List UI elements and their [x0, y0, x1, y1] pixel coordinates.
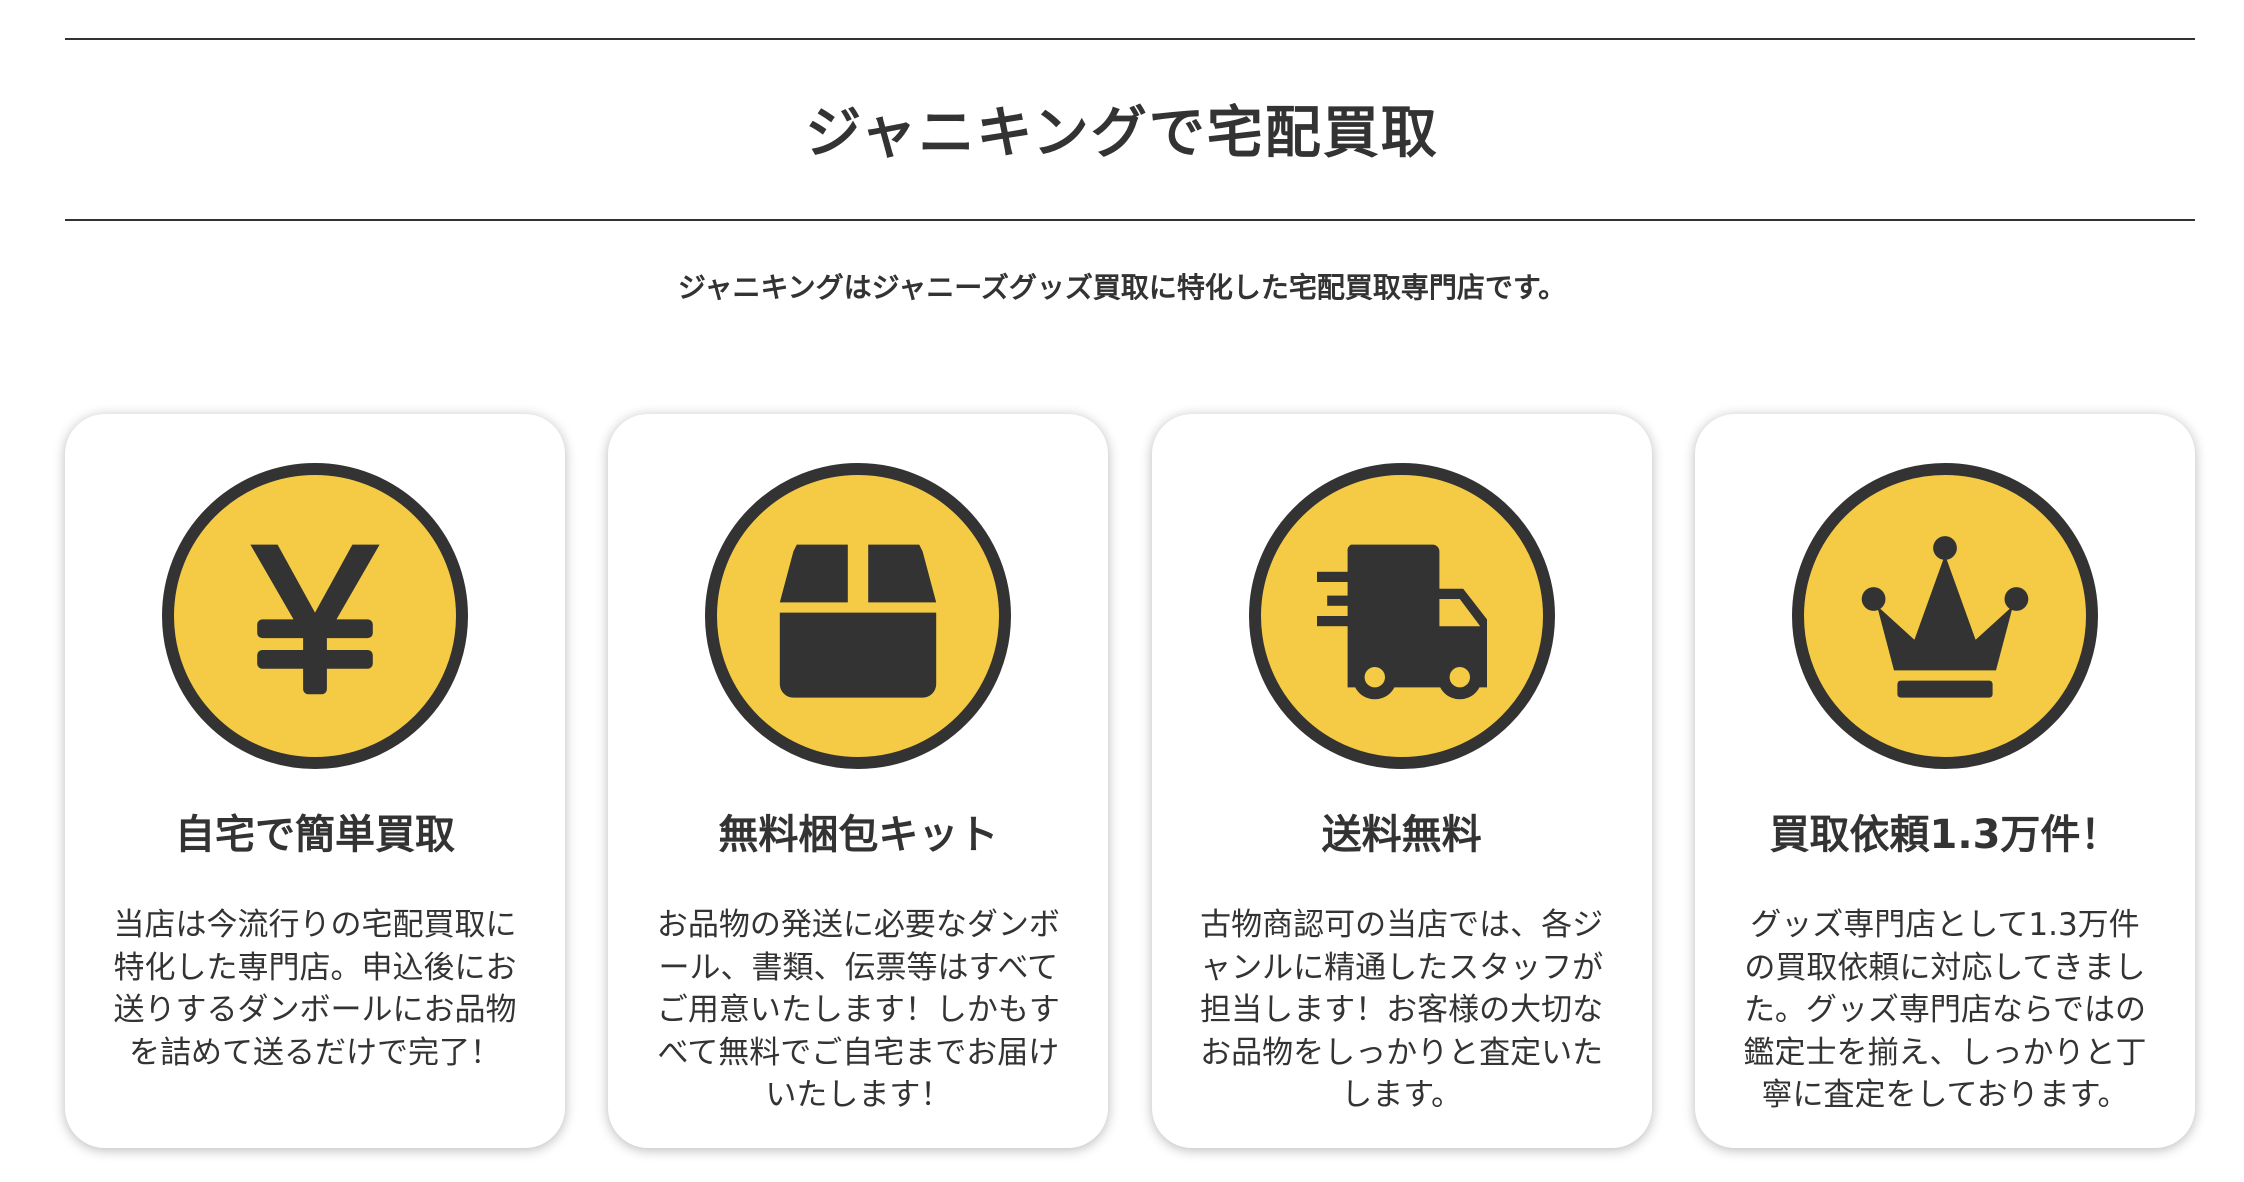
- card-body: 古物商認可の当店では、各ジャンルに精通したスタッフが担当します！お客様の大切なお…: [1200, 907, 1604, 1113]
- yen-icon: [162, 463, 468, 769]
- box-icon: [705, 463, 1012, 769]
- top-divider: [65, 38, 2195, 40]
- title-divider: [65, 219, 2195, 221]
- section-title: ジャニキングで宅配買取: [805, 101, 1439, 166]
- card-body: グッズ専門店として1.3万件の買取依頼に対応してきました。グッズ専門店ならではの…: [1743, 907, 2147, 1113]
- card-body: 当店は今流行りの宅配買取に特化した専門店。申込後にお送りするダンボールにお品物を…: [113, 907, 517, 1071]
- feature-cards: 自宅で簡単買取 当店は今流行りの宅配買取に特化した専門店。申込後にお送りするダン…: [65, 414, 2195, 1148]
- feature-card-free-shipping: 送料無料 古物商認可の当店では、各ジャンルに精通したスタッフが担当します！お客様…: [1151, 414, 1652, 1148]
- card-title: 無料梱包キット: [718, 812, 999, 858]
- feature-card-packing-kit: 無料梱包キット お品物の発送に必要なダンボール、書類、伝票等はすべてご用意いたし…: [608, 414, 1109, 1148]
- card-title: 送料無料: [1321, 812, 1482, 858]
- section-subtitle: ジャニキングはジャニーズグッズ買取に特化した宅配買取専門店です。: [677, 271, 1567, 304]
- card-title: 買取依頼1.3万件！: [1769, 812, 2121, 858]
- crown-icon: [1791, 463, 2098, 769]
- feature-card-home-purchase: 自宅で簡単買取 当店は今流行りの宅配買取に特化した専門店。申込後にお送りするダン…: [65, 414, 565, 1148]
- feature-card-purchase-count: 買取依頼1.3万件！ グッズ専門店として1.3万件の買取依頼に対応してきました。…: [1694, 414, 2195, 1148]
- truck-icon: [1248, 463, 1555, 769]
- card-body: お品物の発送に必要なダンボール、書類、伝票等はすべてご用意いたします！しかもすべ…: [656, 907, 1060, 1113]
- card-title: 自宅で簡単買取: [175, 812, 455, 858]
